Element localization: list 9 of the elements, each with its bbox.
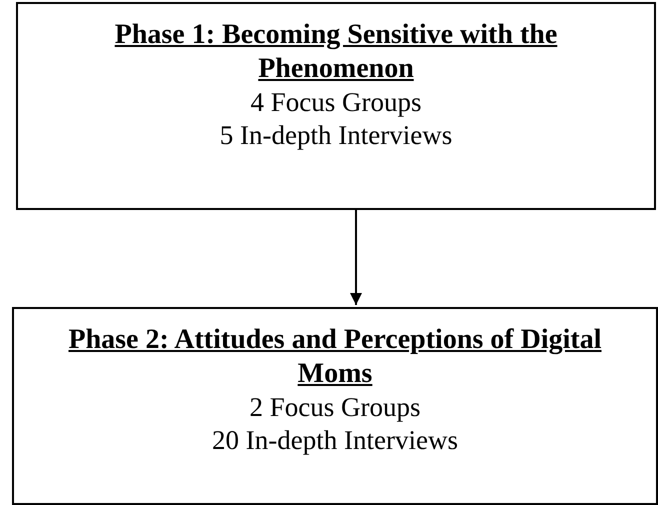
phase-heading: Phase 2: Attitudes and Perceptions of Digital Moms [67, 323, 603, 391]
method-count: 5 In-depth Interviews [220, 119, 452, 152]
arrow [350, 210, 362, 305]
phase-box [12, 307, 658, 505]
method-count: 2 Focus Groups [249, 391, 420, 424]
phase-heading: Phase 1: Becoming Sensitive with the Phenomenon [114, 18, 558, 86]
method-count: 20 In-depth Interviews [212, 424, 458, 457]
phase-box [16, 2, 656, 210]
method-count: 4 Focus Groups [250, 86, 422, 119]
